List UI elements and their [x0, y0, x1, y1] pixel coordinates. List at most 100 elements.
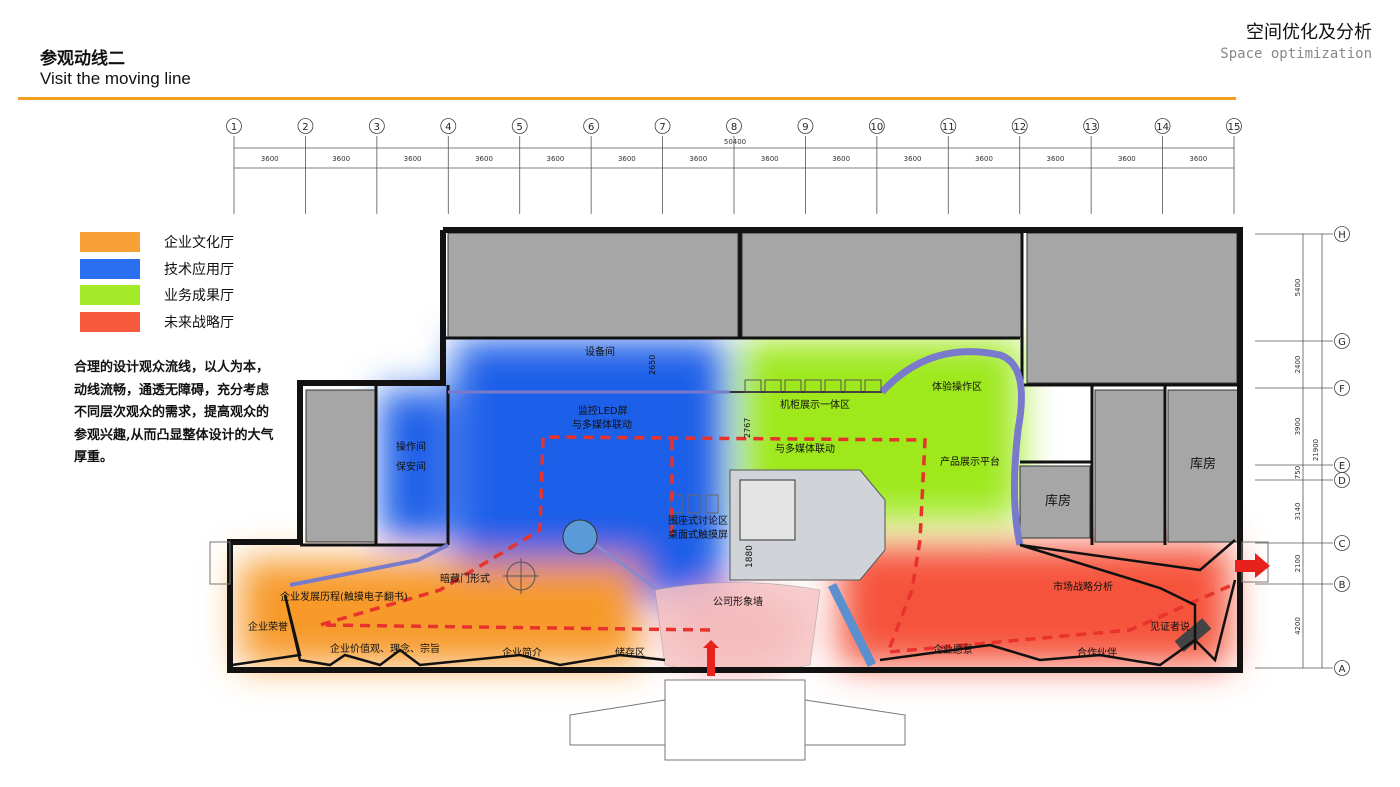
span-label: 3600: [1047, 155, 1065, 163]
legend-item: 技术应用厅: [80, 256, 234, 283]
label-experience: 体验操作区: [932, 380, 982, 393]
column-marker-label: 12: [1013, 122, 1026, 133]
label-media-link: 与多媒体联动: [775, 442, 835, 455]
column-marker-label: 13: [1085, 122, 1098, 133]
legend-swatch: [80, 232, 140, 253]
round-display: [562, 519, 598, 555]
zone-heatmap: [240, 340, 1230, 670]
cabinet-row: [744, 379, 882, 393]
span-label: 3600: [975, 155, 993, 163]
row-marker-label: G: [1338, 337, 1346, 348]
exhibit-route-solid: [231, 594, 666, 667]
row-span-label: 4200: [1294, 617, 1302, 635]
legend-label: 未来战略厅: [164, 314, 234, 331]
column-marker-label: 3: [374, 122, 380, 133]
total-span-label: 50400: [724, 138, 746, 146]
span-label: 3600: [547, 155, 565, 163]
side-steps-left: [209, 541, 231, 585]
zone-blue: [455, 340, 725, 600]
table-seat: [669, 494, 683, 514]
column-marker: [868, 118, 885, 134]
row-marker: [1334, 660, 1350, 676]
column-marker-label: 9: [802, 122, 808, 133]
legend-swatch: [80, 285, 140, 306]
row-marker: [1334, 472, 1350, 488]
row-marker-label: A: [1339, 664, 1346, 675]
design-description: 合理的设计观众流线，以人为本，动线流畅，通透无障碍，充分考虑不同层次观众的需求，…: [74, 360, 274, 465]
row-span-label: 3900: [1294, 418, 1302, 436]
row-marker: [1334, 226, 1350, 242]
legend-swatch: [80, 258, 140, 279]
column-marker: [726, 118, 742, 134]
label-led-2: 与多媒体联动: [572, 418, 632, 431]
label-dim-1880: 1880: [745, 545, 755, 568]
legend-swatch: [80, 311, 140, 332]
span-label: 3600: [475, 155, 493, 163]
table-seat: [705, 494, 719, 514]
connector-line: [595, 543, 656, 590]
span-label: 3600: [1118, 155, 1136, 163]
row-marker-label: H: [1338, 230, 1346, 241]
image-wall-shape: [654, 582, 821, 673]
legend-item: 企业文化厅: [80, 229, 234, 256]
column-marker-label: 15: [1228, 122, 1241, 133]
row-span-label: 5400: [1294, 279, 1302, 297]
entrance-stairs: [664, 679, 806, 761]
span-label: 3600: [689, 155, 707, 163]
label-intro: 企业简介: [502, 646, 542, 659]
span-label: 3600: [904, 155, 922, 163]
label-discussion-1: 围座式讨论区: [668, 514, 728, 527]
label-vision: 企业愿景: [933, 643, 973, 656]
row-marker: [1334, 535, 1350, 551]
column-marker-label: 6: [588, 122, 594, 133]
column-marker-label: 1: [231, 122, 237, 133]
row-marker-label: C: [1339, 539, 1346, 550]
label-dim-2650: 2650: [648, 355, 657, 375]
room-right-stair: [1094, 389, 1166, 543]
room-warehouse-large: [1167, 389, 1239, 543]
span-label: 3600: [618, 155, 636, 163]
label-hidden-door: 暗藏门形式: [440, 572, 490, 585]
entrance-wall: [289, 543, 449, 587]
legend: 企业文化厅 技术应用厅 业务成果厅 未来战略厅: [80, 229, 234, 335]
column-marker: [797, 118, 814, 134]
discussion-table: [669, 494, 719, 514]
label-cabinet: 机柜展示一体区: [780, 398, 850, 411]
label-history: 企业发展历程(触摸电子翻书): [280, 590, 408, 603]
label-strategy: 市场战略分析: [1053, 580, 1113, 593]
page-title-cn: 参观动线二: [40, 49, 125, 69]
row-marker: [1334, 333, 1350, 349]
center-block: [654, 469, 886, 673]
label-dim-2767: 2767: [743, 418, 752, 438]
column-marker-label: 2: [302, 122, 308, 133]
visit-route-dashed: [319, 435, 1233, 654]
column-marker: [1083, 118, 1100, 134]
table-seat: [687, 494, 701, 514]
span-label: 3600: [832, 155, 850, 163]
room-top-mid: [741, 232, 1023, 338]
column-marker-label: 7: [659, 122, 665, 133]
grey-rooms: [305, 232, 1239, 543]
column-marker: [511, 118, 528, 134]
room-warehouse-small: [1019, 465, 1091, 539]
column-marker: [440, 118, 457, 134]
section-title-cn: 空间优化及分析: [1246, 22, 1372, 43]
entrance-ramp: [569, 699, 666, 746]
label-discussion-2: 桌面式触摸屏: [668, 528, 728, 541]
row-grid: [1255, 233, 1333, 669]
column-marker-label: 10: [870, 122, 883, 133]
column-marker: [940, 118, 957, 134]
row-span-label: 750: [1294, 466, 1302, 479]
column-marker-label: 5: [517, 122, 523, 133]
row-marker-label: D: [1338, 476, 1346, 487]
room-left-stair: [305, 389, 377, 543]
room-labels: 设备间 2650 操作间 保安间 监控LED屏 与多媒体联动 机柜展示一体区 体…: [248, 345, 1216, 659]
entrance-arrow: [703, 640, 719, 676]
title-divider: [18, 97, 1236, 100]
column-marker: [226, 118, 242, 134]
legend-label: 业务成果厅: [164, 288, 234, 305]
column-marker-label: 14: [1156, 122, 1169, 133]
label-honor: 企业荣誉: [248, 620, 288, 633]
